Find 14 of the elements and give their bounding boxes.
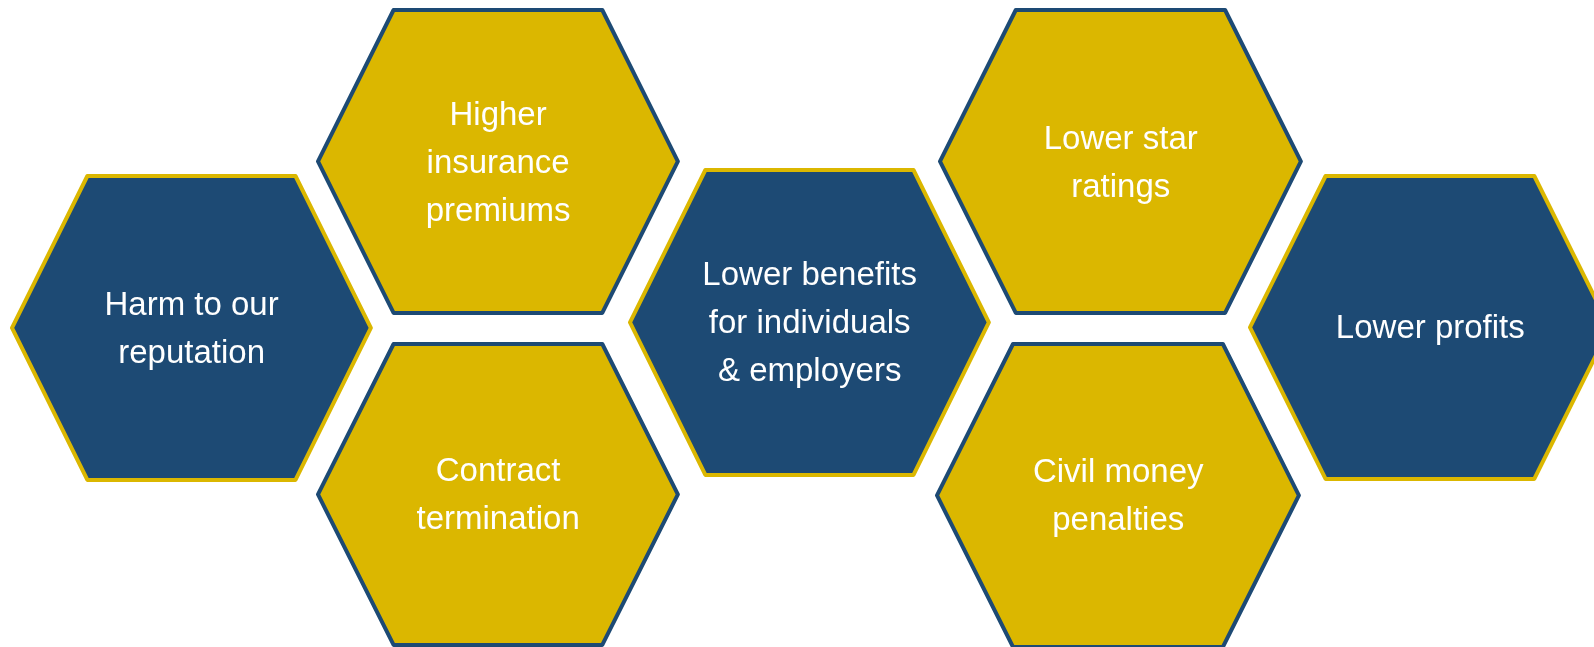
hexagon xyxy=(12,175,372,480)
hexagon xyxy=(318,10,679,314)
hexagon xyxy=(940,10,1302,314)
hexagon-label: Lower benefits for individuals & employers xyxy=(701,254,918,391)
hexagon xyxy=(630,169,990,475)
hexagon-label: Lower star ratings xyxy=(1042,117,1199,206)
hexagon-label: Lower profits xyxy=(1335,307,1525,348)
hexagon xyxy=(937,343,1300,647)
hexagon-label: Civil money penalties xyxy=(1031,451,1205,540)
hexagon-label: Contract termination xyxy=(415,450,581,539)
hexagon-label: Higher insurance premiums xyxy=(424,93,572,230)
hexagon-label: Harm to our reputation xyxy=(103,284,280,372)
hexagon xyxy=(318,343,679,645)
hexagon xyxy=(1250,175,1594,479)
